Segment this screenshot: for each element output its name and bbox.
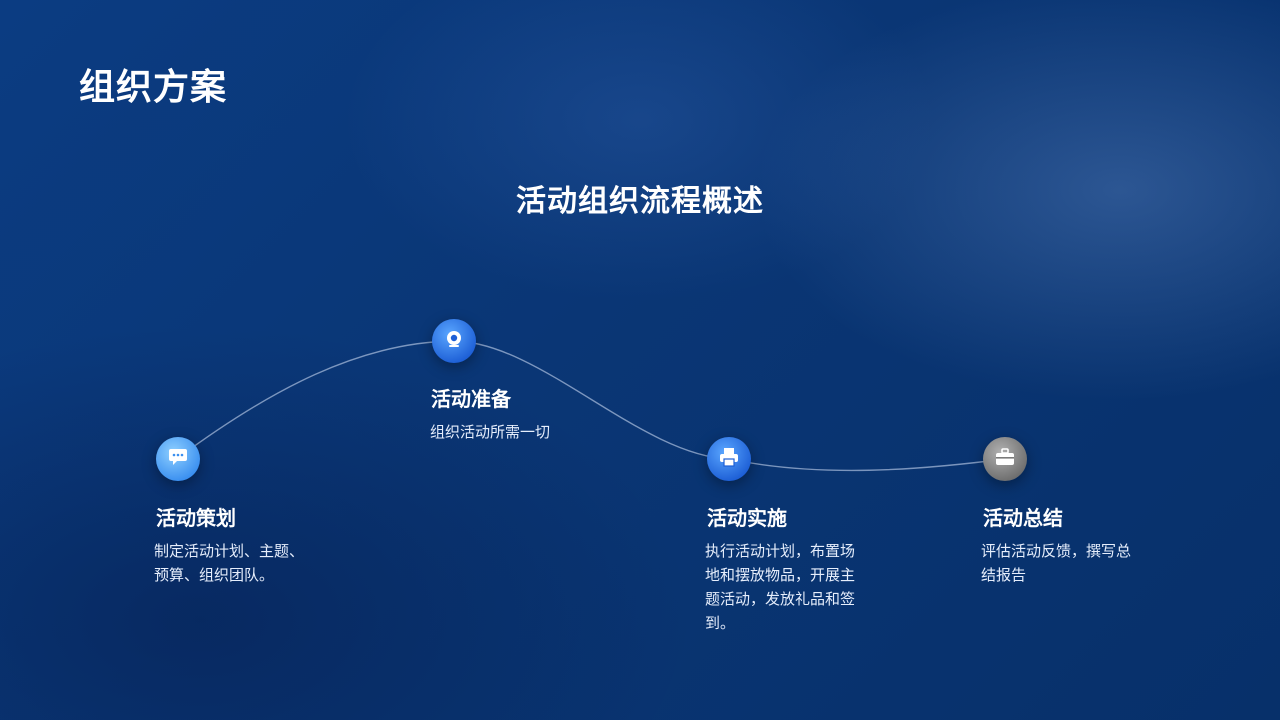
step-4-node [983, 437, 1027, 481]
step-3-node [707, 437, 751, 481]
briefcase-icon [995, 448, 1015, 470]
step-2-title: 活动准备 [431, 387, 511, 411]
step-1-desc: 制定活动计划、主题、预算、组织团队。 [154, 542, 305, 584]
step-3-title: 活动实施 [707, 506, 787, 530]
chat-icon [168, 448, 188, 470]
printer-icon [719, 447, 739, 471]
step-4-title: 活动总结 [983, 506, 1063, 530]
step-1-node [156, 437, 200, 481]
step-4-desc: 评估活动反馈，撰写总结报告 [981, 542, 1132, 584]
page-title: 组织方案 [79, 67, 228, 108]
step-3-desc: 执行活动计划，布置场地和摆放物品，开展主题活动，发放礼品和签到。 [705, 542, 856, 632]
step-2-node [432, 319, 476, 363]
step-1-title: 活动策划 [156, 506, 236, 530]
step-2-desc: 组织活动所需一切 [430, 423, 551, 441]
section-title: 活动组织流程概述 [516, 184, 764, 219]
webcam-icon [444, 329, 464, 353]
